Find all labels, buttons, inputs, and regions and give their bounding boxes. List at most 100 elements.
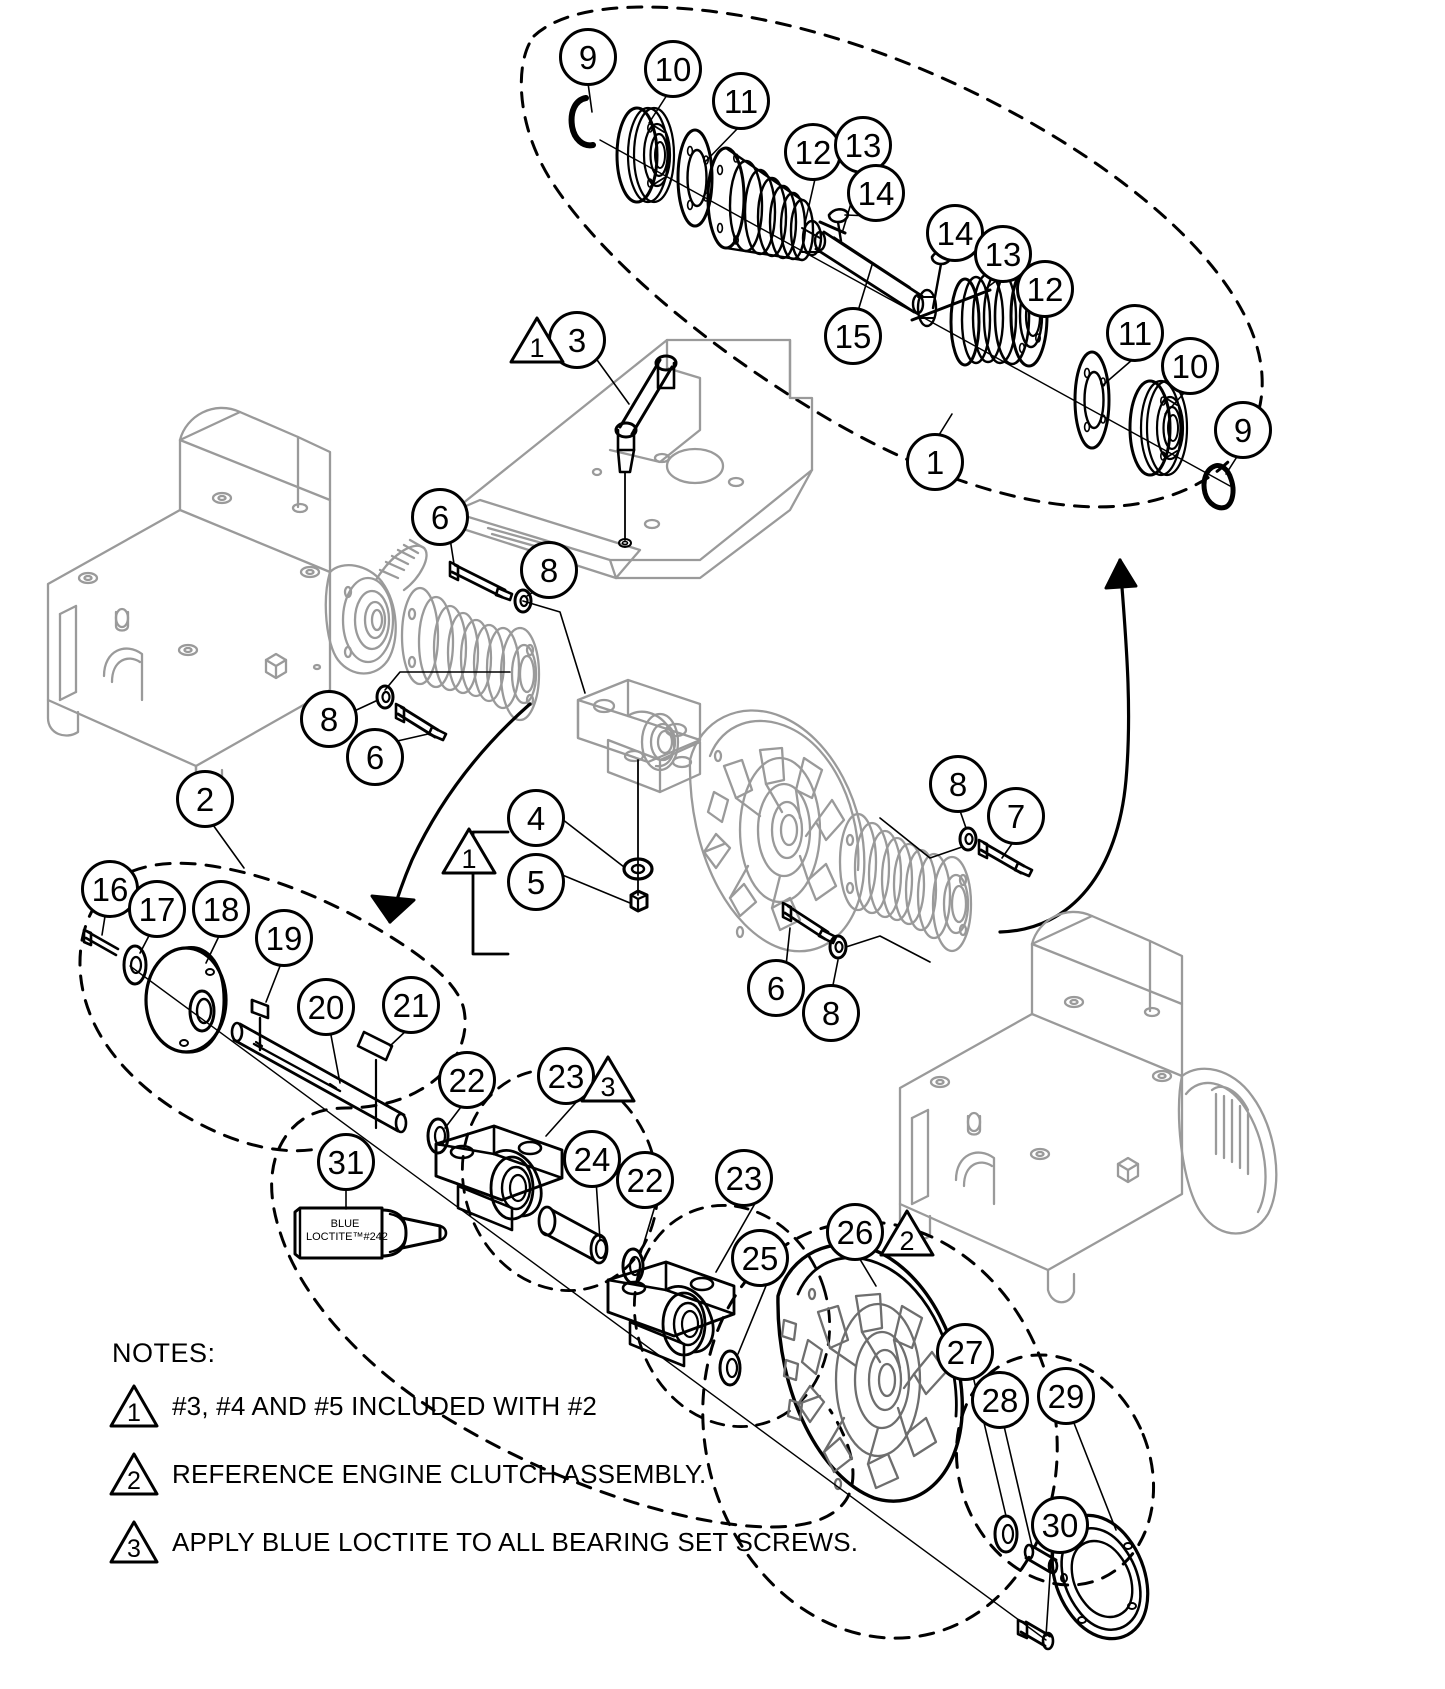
part-27-washer [993, 1514, 1019, 1554]
notes-list: 1 #3, #4 AND #5 INCLUDED WITH #2 2 REFERENC… [108, 1383, 888, 1565]
callout-balloon-6: 6 [411, 488, 469, 546]
callout-balloon-8: 8 [802, 984, 860, 1042]
callout-balloon-2: 2 [176, 770, 234, 828]
part-8-washer-right [958, 826, 978, 852]
bracket-items-4-5 [471, 830, 510, 956]
note-flag-triangle-2: 2 [108, 1451, 160, 1497]
part-15-shaft [813, 230, 925, 315]
part-23-pillow-block-left [434, 1124, 564, 1232]
part-8-washer-upper [513, 588, 533, 614]
ghost-gearbox-left [46, 406, 428, 804]
ghost-pillow-block-center [576, 678, 702, 794]
callout-balloon-22: 22 [616, 1151, 674, 1209]
note-flag-triangle-3: 3 [108, 1519, 160, 1565]
part-31-loctite-tube [293, 1206, 448, 1260]
callout-balloon-10: 10 [1161, 337, 1219, 395]
callout-balloon-24: 24 [563, 1130, 621, 1188]
ghost-gearbox-right [898, 910, 1278, 1304]
callout-balloon-10: 10 [644, 40, 702, 98]
note-text: APPLY BLUE LOCTITE TO ALL BEARING SET SC… [172, 1526, 859, 1557]
callout-balloon-21: 21 [382, 976, 440, 1034]
part-10-bearing-right [1128, 379, 1189, 477]
svg-text:1: 1 [529, 333, 544, 363]
part-11-gasket-right [1073, 350, 1111, 450]
callout-balloon-8: 8 [520, 541, 578, 599]
callout-balloon-6: 6 [346, 728, 404, 786]
note-flag-triangle-1: 1 [108, 1383, 160, 1429]
part-11-gasket-left [676, 128, 714, 228]
callout-balloon-28: 28 [971, 1371, 1029, 1429]
part-19-key [250, 998, 270, 1052]
part-6-bolt-upper [448, 560, 514, 602]
svg-text:2: 2 [899, 1226, 914, 1256]
part-25-washer [718, 1349, 742, 1387]
svg-text:2: 2 [127, 1467, 141, 1495]
callout-balloon-7: 7 [987, 787, 1045, 845]
callout-balloon-15: 15 [824, 307, 882, 365]
part-10-bearing-left [615, 106, 676, 204]
envelope-item-23-left [460, 1068, 660, 1292]
notes-title: NOTES: [112, 1338, 216, 1368]
part-29-flange [1050, 1513, 1150, 1641]
part-21-key [356, 1030, 394, 1130]
svg-text:3: 3 [127, 1535, 141, 1563]
callout-balloon-19: 19 [255, 909, 313, 967]
note-flag-triangle-2: 2 [878, 1208, 936, 1258]
part-13-key-left [818, 220, 847, 235]
callout-balloon-18: 18 [192, 880, 250, 938]
callout-balloon-23: 23 [715, 1149, 773, 1207]
callout-balloon-22: 22 [438, 1051, 496, 1109]
ghost-sheave-right [838, 812, 973, 953]
part-16-screw [82, 928, 120, 957]
part-6-bolt-lower [394, 702, 448, 742]
callout-balloon-14: 14 [847, 164, 905, 222]
part-12-sheave-left [706, 146, 823, 262]
part-8-washer-lower-left [375, 684, 395, 710]
shaft-collar [916, 288, 938, 328]
callout-balloon-12: 12 [784, 123, 842, 181]
part-6-bolt-lower-right [781, 901, 838, 945]
callout-balloon-9: 9 [1214, 401, 1272, 459]
callout-balloon-30: 30 [1031, 1496, 1089, 1554]
callout-balloon-26: 26 [826, 1203, 884, 1261]
callout-balloon-25: 25 [731, 1229, 789, 1287]
part-24-spacer [537, 1205, 609, 1265]
note-text: REFERENCE ENGINE CLUTCH ASSEMBLY. [172, 1458, 707, 1489]
part-8-washer-right-lower [828, 934, 848, 960]
part-9-seal-left [568, 95, 596, 149]
callout-balloon-1: 1 [906, 433, 964, 491]
envelope-item-27-30 [954, 1353, 1156, 1587]
part-30-screw [1016, 1618, 1055, 1651]
part-22-lockwasher-left [426, 1117, 450, 1155]
callout-balloon-5: 5 [507, 853, 565, 911]
assembly-direction-arrow-down [370, 702, 532, 924]
ghost-clutch-drum-center [688, 709, 866, 953]
callout-balloon-20: 20 [297, 978, 355, 1036]
callout-balloon-8: 8 [929, 755, 987, 813]
part-5-nut [629, 889, 649, 913]
part-17-washer [122, 944, 148, 986]
part-26-clutch-internals [780, 1287, 948, 1491]
callout-balloon-11: 11 [1106, 304, 1164, 362]
part-3-link-rod [614, 354, 678, 548]
note-row: 2 REFERENCE ENGINE CLUTCH ASSEMBLY. [108, 1451, 888, 1497]
note-row: 1 #3, #4 AND #5 INCLUDED WITH #2 [108, 1383, 888, 1429]
callout-balloon-8: 8 [300, 690, 358, 748]
note-flag-triangle-1: 1 [508, 315, 566, 365]
assembly-direction-arrow-up [998, 558, 1138, 934]
part-18-flange [144, 946, 228, 1054]
callout-balloon-9: 9 [559, 28, 617, 86]
part-23-pillow-block-right [606, 1260, 736, 1368]
callout-balloon-29: 29 [1037, 1367, 1095, 1425]
svg-text:3: 3 [600, 1072, 615, 1102]
callout-balloon-27: 27 [936, 1323, 994, 1381]
svg-text:1: 1 [461, 844, 476, 874]
note-flag-triangle-1: 1 [440, 826, 498, 876]
callout-balloon-31: 31 [317, 1133, 375, 1191]
note-row: 3 APPLY BLUE LOCTITE TO ALL BEARING SET S… [108, 1519, 888, 1565]
callout-balloon-4: 4 [507, 789, 565, 847]
envelope-item-23-right [632, 1204, 832, 1428]
note-text: #3, #4 AND #5 INCLUDED WITH #2 [172, 1390, 598, 1421]
notes-block: NOTES: 1 #3, #4 AND #5 INCLUDED WITH #2 2 R… [108, 1338, 888, 1587]
